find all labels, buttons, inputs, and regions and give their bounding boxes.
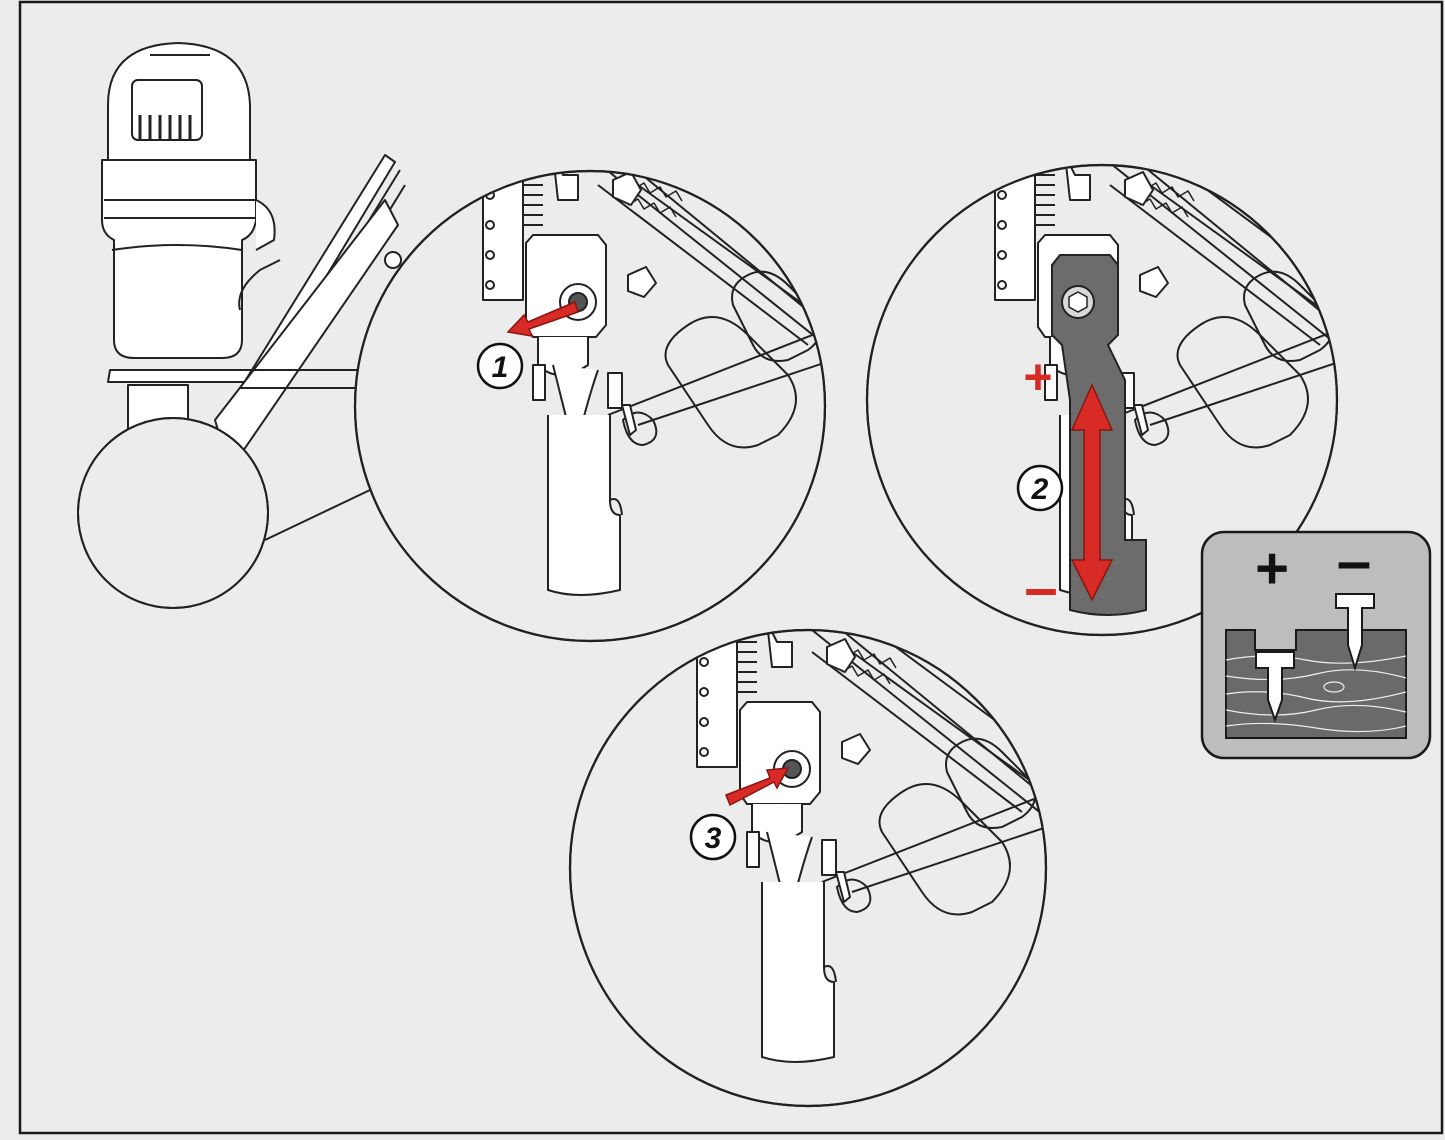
legend-minus: – (1337, 527, 1371, 596)
nailer-tool-icon (101, 42, 406, 594)
step1-badge: 1 (476, 342, 524, 390)
screw-loosen-arrow-icon (506, 300, 579, 337)
step1-zoom-panel: 1 (353, 169, 827, 643)
legend-plus: + (1255, 536, 1289, 601)
step2-number: 2 (1031, 473, 1049, 506)
plus-sign-red: + (1023, 349, 1052, 405)
minus-sign-red: – (1024, 554, 1057, 621)
step2-zoom-panel: + – 2 (865, 163, 1339, 637)
step2-badge: 2 (1016, 464, 1064, 512)
nail-depth-legend-icon: + – (1200, 527, 1432, 760)
step3-badge: 3 (689, 813, 737, 861)
depth-adjust-arrow-icon (1070, 383, 1114, 602)
step3-zoom-panel: 3 (568, 628, 1048, 1108)
step3-number: 3 (705, 822, 722, 855)
small-zoom-circle (77, 417, 371, 609)
step1-number: 1 (492, 351, 509, 384)
screw-tighten-arrow-icon (725, 767, 790, 807)
